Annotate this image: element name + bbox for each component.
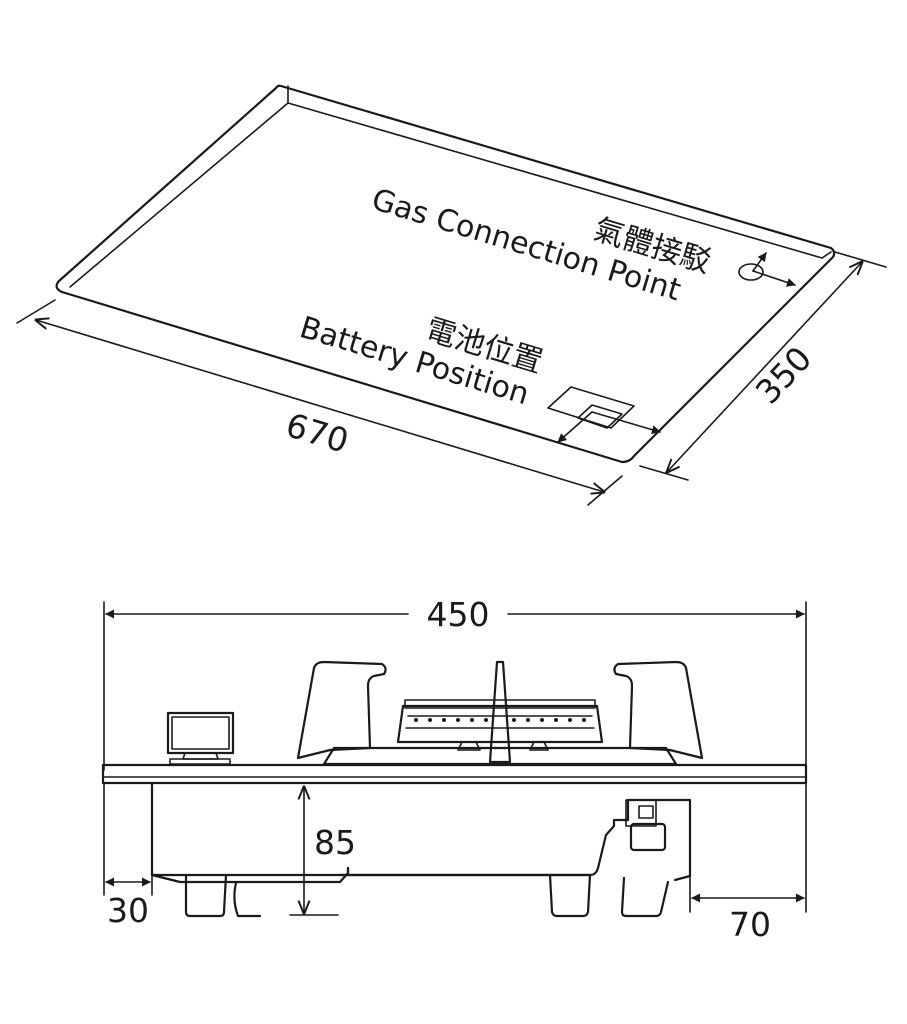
- dimension-450: 450: [103, 595, 807, 771]
- dimension-450-label: 450: [427, 595, 490, 634]
- panel-outline: [55, 84, 836, 464]
- pan-support-left: [296, 660, 387, 760]
- foot-left-1: [184, 873, 228, 918]
- panel-inner-bevel: [69, 85, 832, 288]
- dimension-85-label: 85: [314, 823, 356, 862]
- pan-support-right: [613, 660, 704, 760]
- pan-support-center: [488, 660, 512, 764]
- side-view: 450: [101, 595, 808, 944]
- drip-tray: [322, 746, 678, 766]
- dimension-70-label: 70: [729, 905, 771, 944]
- top-view: 670 350 氣體接駁 Gas Connection Point 電池位置 B…: [16, 84, 887, 506]
- dimension-70: 70: [689, 782, 807, 944]
- burner: [396, 699, 604, 751]
- hob-body: [150, 781, 692, 918]
- dimension-85: 85: [289, 787, 356, 916]
- control-display: [166, 711, 235, 765]
- foot-right-1: [548, 873, 592, 918]
- dimension-30: 30: [103, 782, 153, 930]
- gas-connector: [625, 799, 667, 852]
- gas-connection-marker: [738, 252, 796, 287]
- battery-position-marker: [547, 386, 661, 443]
- foot-right-2: [620, 876, 670, 918]
- glass-top-plate: [101, 763, 808, 785]
- dimension-350-label: 350: [748, 339, 819, 412]
- foot-left-2: [233, 881, 262, 918]
- dimension-30-label: 30: [107, 891, 149, 930]
